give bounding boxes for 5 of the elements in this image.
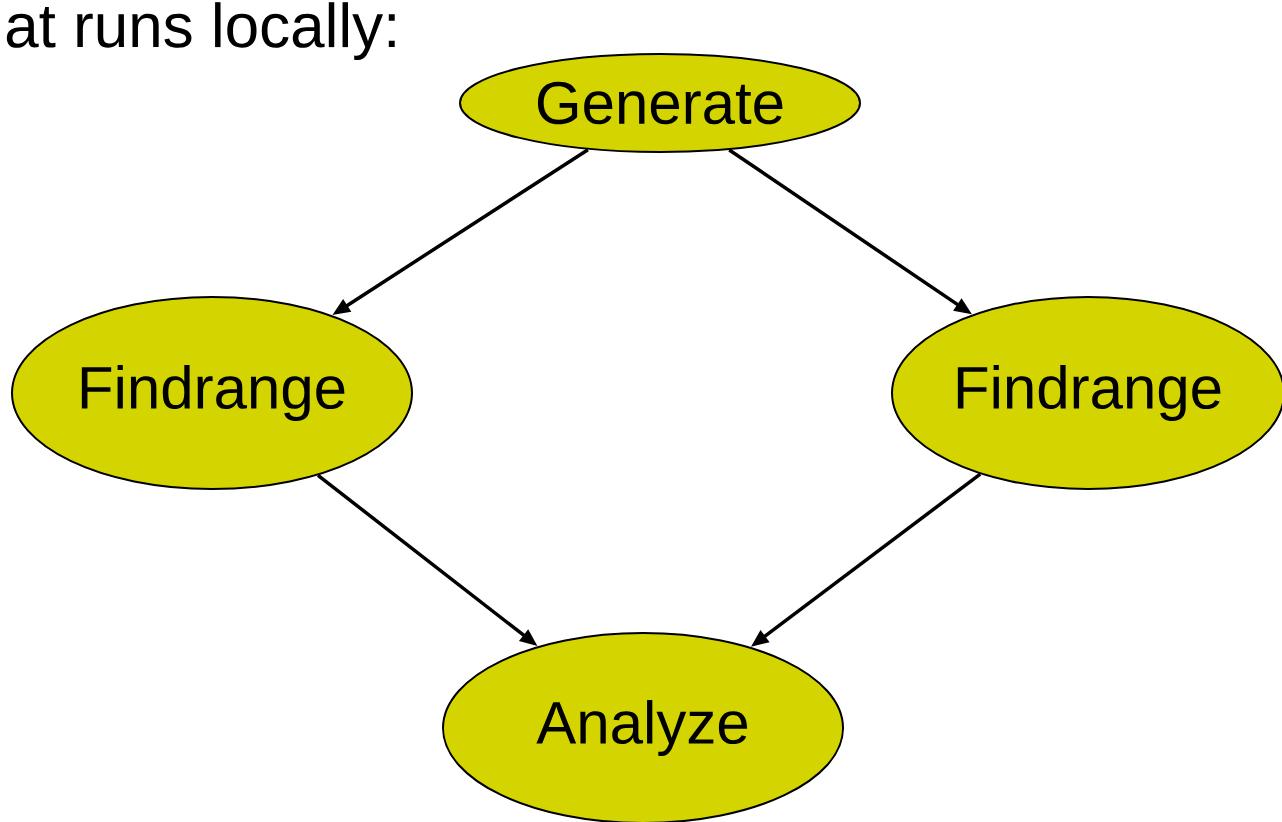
heading-text: at runs locally: — [6, 2, 395, 60]
ellipse-node: Analyze — [442, 632, 844, 822]
ellipse-node: Findrange — [11, 296, 413, 490]
ellipse-node: Findrange — [891, 296, 1282, 490]
ellipse-node: Generate — [459, 53, 861, 153]
